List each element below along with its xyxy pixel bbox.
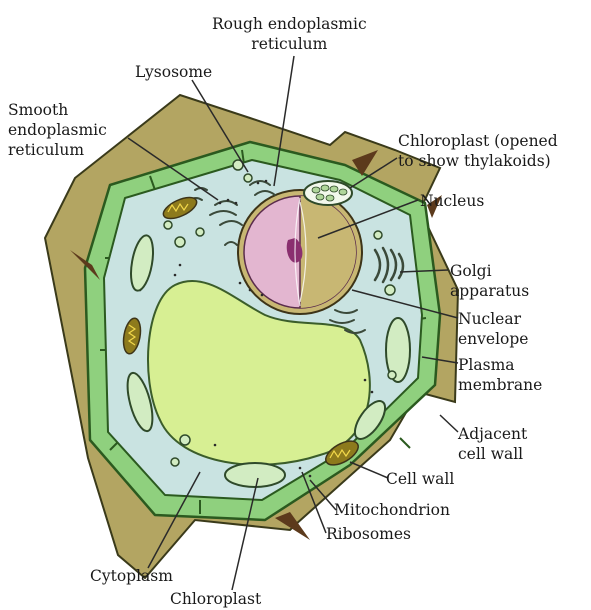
chloroplast-opened [304, 181, 352, 205]
label-nucleus-line-1: Nucleus [420, 191, 484, 211]
label-lysosome-line-1: Lysosome [135, 62, 212, 82]
label-cell-wall: Cell wall [386, 469, 454, 489]
label-smooth-er-line-2: endoplasmic [8, 120, 107, 140]
label-lysosome: Lysosome [135, 62, 212, 82]
label-adjacent-wall-line-1: Adjacent [458, 424, 527, 444]
label-rough-er-line-2: reticulum [212, 34, 367, 54]
label-chloroplast-opened-line-2: to show thylakoids) [398, 151, 558, 171]
label-adjacent-wall-line-2: cell wall [458, 444, 527, 464]
label-smooth-er-line-1: Smooth [8, 100, 107, 120]
label-nucleus: Nucleus [420, 191, 484, 211]
label-ribosomes: Ribosomes [326, 524, 411, 544]
label-cytoplasm-line-1: Cytoplasm [90, 566, 173, 586]
label-golgi-line-2: apparatus [450, 281, 529, 301]
label-nuclear-envelope: Nuclear envelope [458, 309, 528, 349]
label-nuclear-envelope-line-1: Nuclear [458, 309, 528, 329]
label-adjacent-wall: Adjacent cell wall [458, 424, 527, 464]
label-golgi: Golgi apparatus [450, 261, 529, 301]
label-ribosomes-line-1: Ribosomes [326, 524, 411, 544]
label-cytoplasm: Cytoplasm [90, 566, 173, 586]
label-golgi-line-1: Golgi [450, 261, 529, 281]
label-cell-wall-line-1: Cell wall [386, 469, 454, 489]
label-nuclear-envelope-line-2: envelope [458, 329, 528, 349]
label-smooth-er: Smooth endoplasmic reticulum [8, 100, 107, 160]
label-chloroplast-opened-line-1: Chloroplast (opened [398, 131, 558, 151]
label-mitochondrion-line-1: Mitochondrion [334, 500, 450, 520]
label-rough-er: Rough endoplasmic reticulum [212, 14, 367, 54]
label-smooth-er-line-3: reticulum [8, 140, 107, 160]
label-chloroplast-line-1: Chloroplast [170, 589, 261, 609]
label-plasma-membrane: Plasma membrane [458, 355, 542, 395]
label-rough-er-line-1: Rough endoplasmic [212, 14, 367, 34]
label-plasma-membrane-line-2: membrane [458, 375, 542, 395]
label-plasma-membrane-line-1: Plasma [458, 355, 542, 375]
label-chloroplast: Chloroplast [170, 589, 261, 609]
label-mitochondrion: Mitochondrion [334, 500, 450, 520]
label-chloroplast-opened: Chloroplast (opened to show thylakoids) [398, 131, 558, 171]
